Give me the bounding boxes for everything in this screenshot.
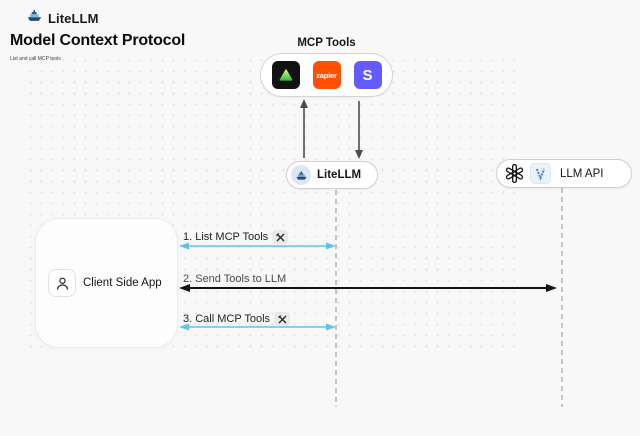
arrow-down-to-litellm [355, 101, 363, 159]
tools-icon [274, 312, 291, 326]
llm-api-node: LLM API [496, 159, 632, 188]
zapier-logo-text: zapier [316, 70, 337, 80]
litellm-node-label: LiteLLM [317, 169, 362, 181]
step3-label: 3. Call MCP Tools [183, 313, 271, 325]
stripe-logo-icon: S [353, 61, 382, 89]
step2-label-row: 2. Send Tools to LLM [183, 273, 286, 285]
tools-icon [272, 230, 289, 244]
brand: LiteLLM [26, 7, 99, 29]
step1-label: 1. List MCP Tools [183, 231, 269, 243]
brand-name: LiteLLM [48, 10, 99, 26]
step3-label-row: 3. Call MCP Tools [183, 312, 291, 326]
litellm-node: LiteLLM [286, 161, 378, 189]
litellm-ship-icon [291, 165, 311, 185]
page-subtitle: List and call MCP tools [10, 56, 61, 62]
arrow-step2-send-tools-to-llm [179, 284, 557, 292]
mcp-tools-node: zapier S [260, 53, 393, 97]
client-side-app-node: Client Side App [35, 218, 178, 348]
arrow-up-to-mcp [300, 99, 308, 158]
litellm-ship-icon [26, 7, 43, 29]
openai-icon [504, 163, 525, 184]
step2-label: 2. Send Tools to LLM [183, 273, 287, 285]
person-icon [48, 269, 76, 297]
step1-label-row: 1. List MCP Tools [183, 230, 289, 244]
client-side-app-content: Client Side App [48, 269, 162, 297]
mcp-tools-label: MCP Tools [297, 37, 356, 49]
client-side-app-label: Client Side App [83, 277, 162, 289]
llm-api-node-label: LLM API [560, 167, 604, 180]
stripe-logo-text: S [362, 66, 373, 84]
zapier-logo-icon: zapier [312, 61, 341, 89]
blue-v-provider-icon [530, 163, 551, 184]
green-triangle-logo-icon [271, 61, 300, 89]
page-title: Model Context Protocol [10, 32, 186, 49]
